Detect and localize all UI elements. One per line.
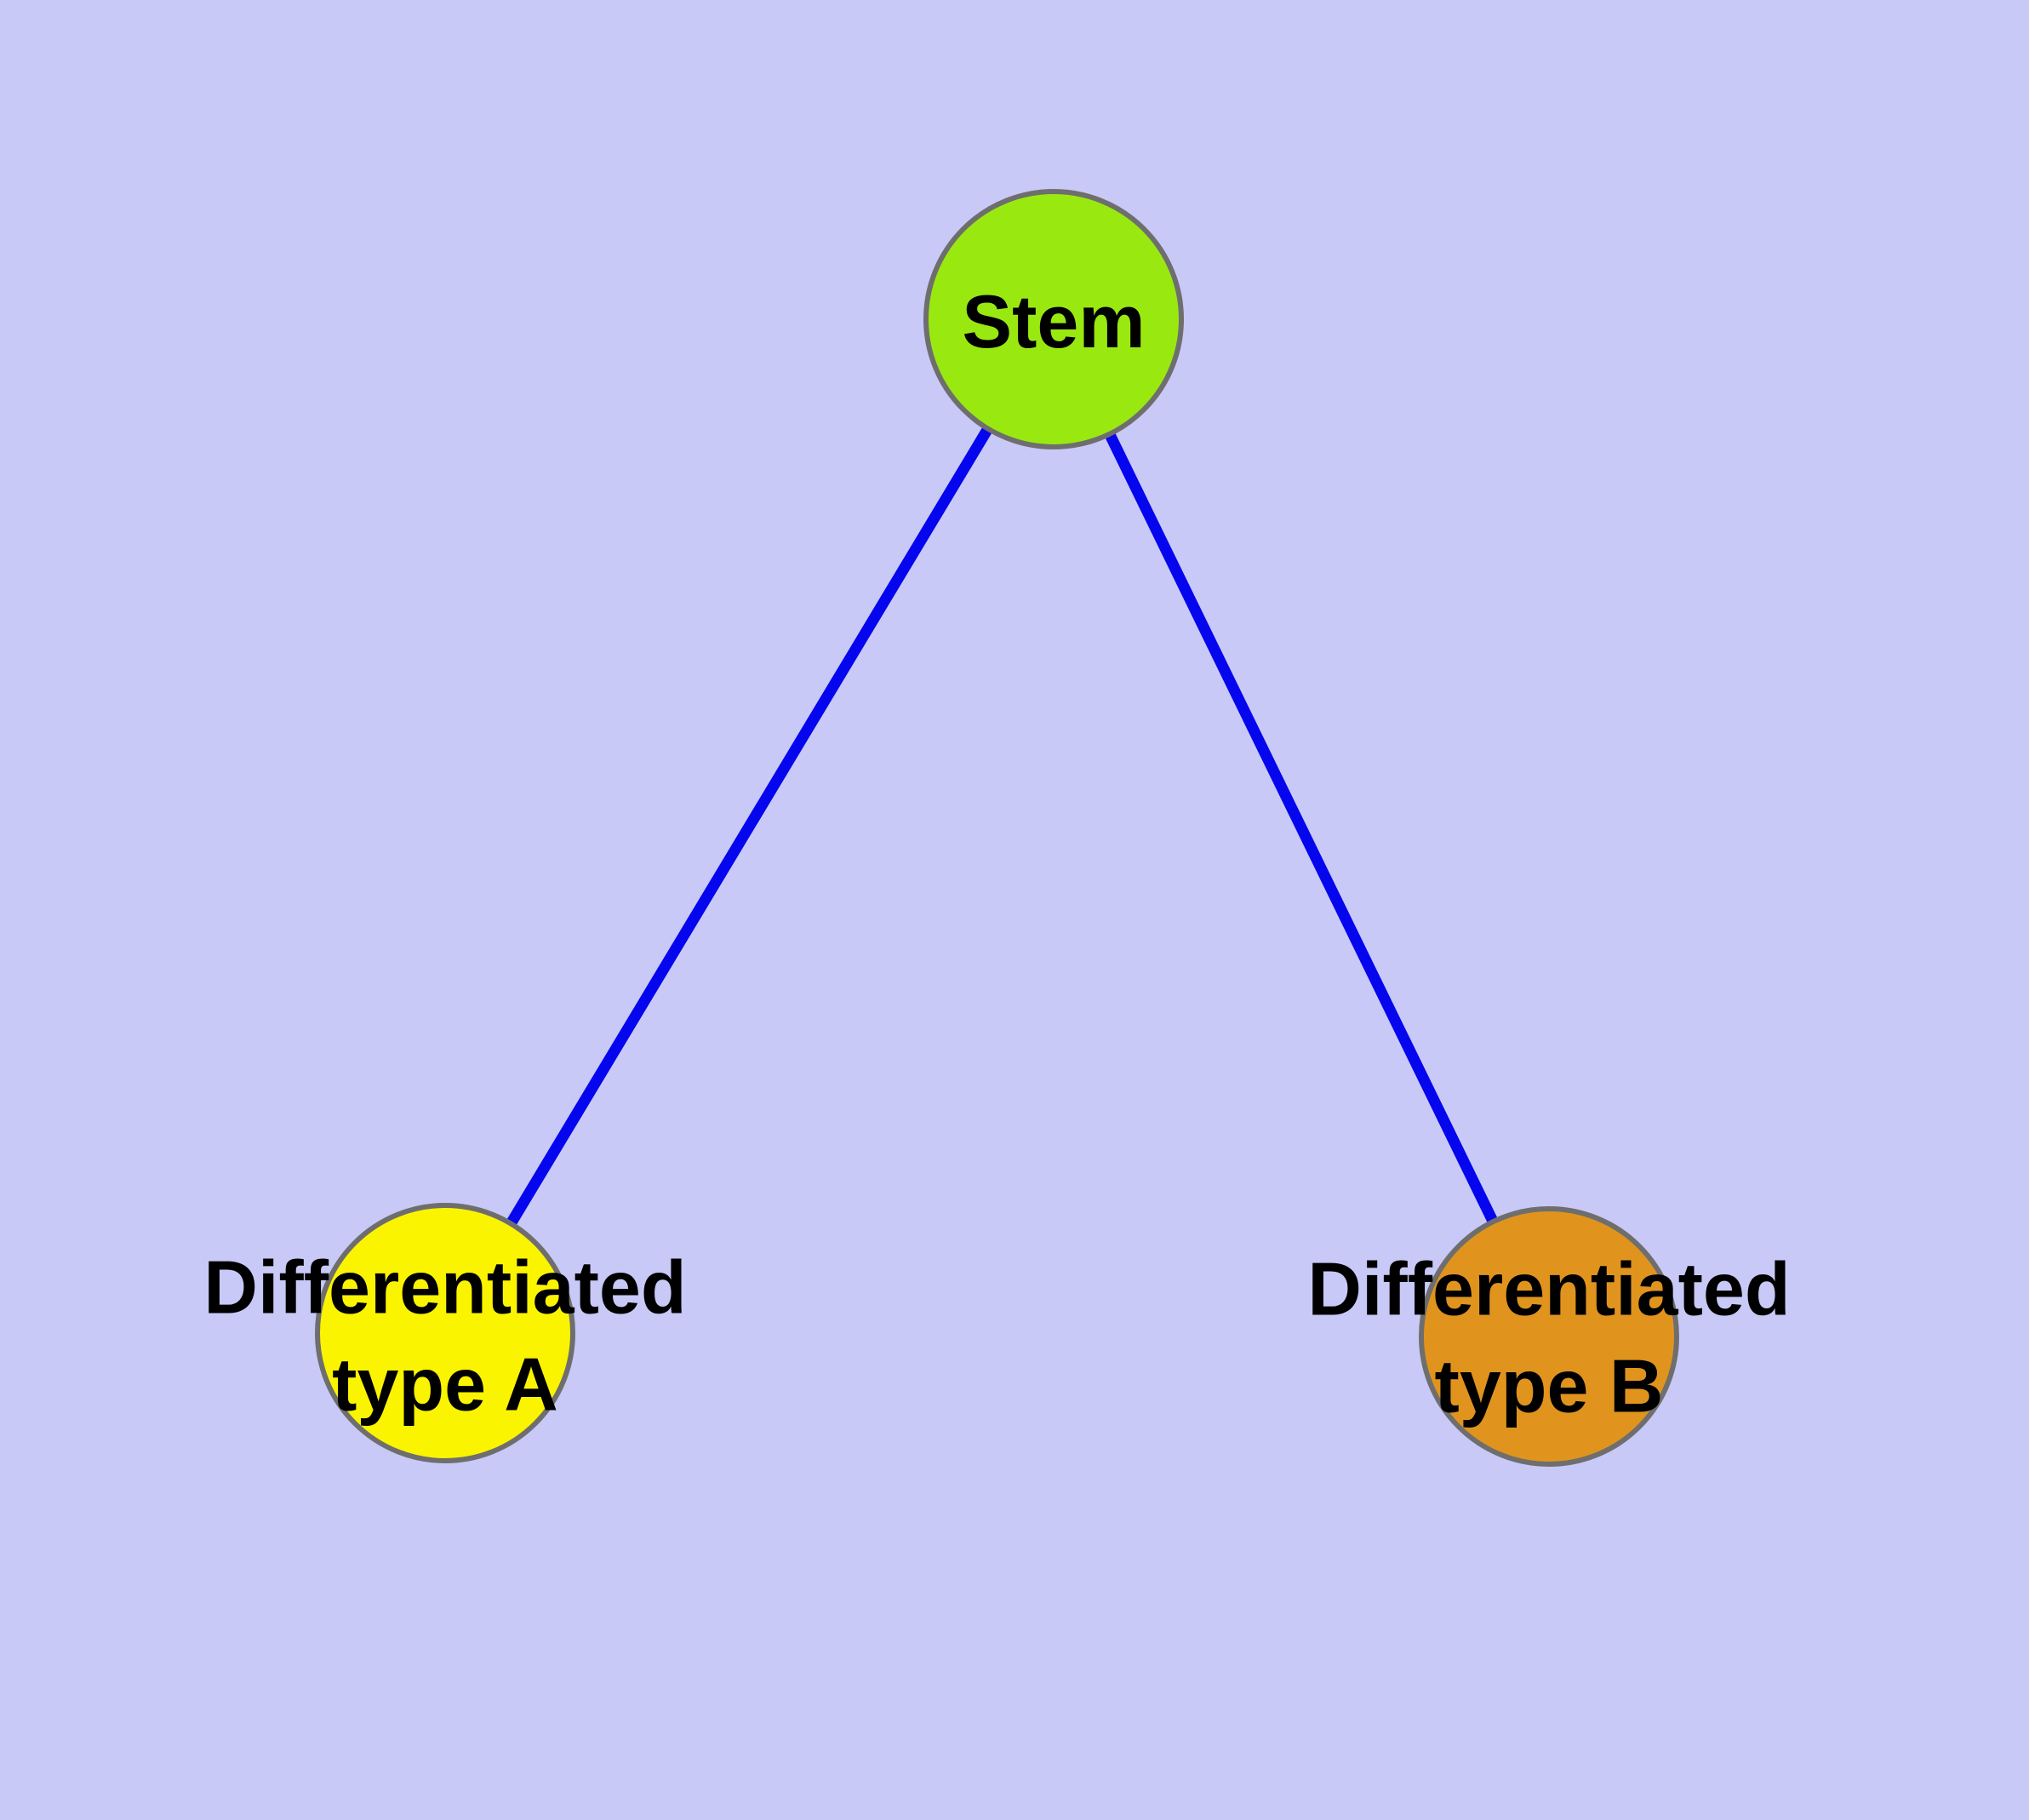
- edge-stem-to-type-a: [440, 316, 1059, 1336]
- node-type-b-circle: [1419, 1206, 1679, 1467]
- node-stem-circle: [923, 189, 1184, 449]
- node-type-a-circle: [315, 1203, 575, 1463]
- edge-stem-to-type-b: [1049, 317, 1554, 1339]
